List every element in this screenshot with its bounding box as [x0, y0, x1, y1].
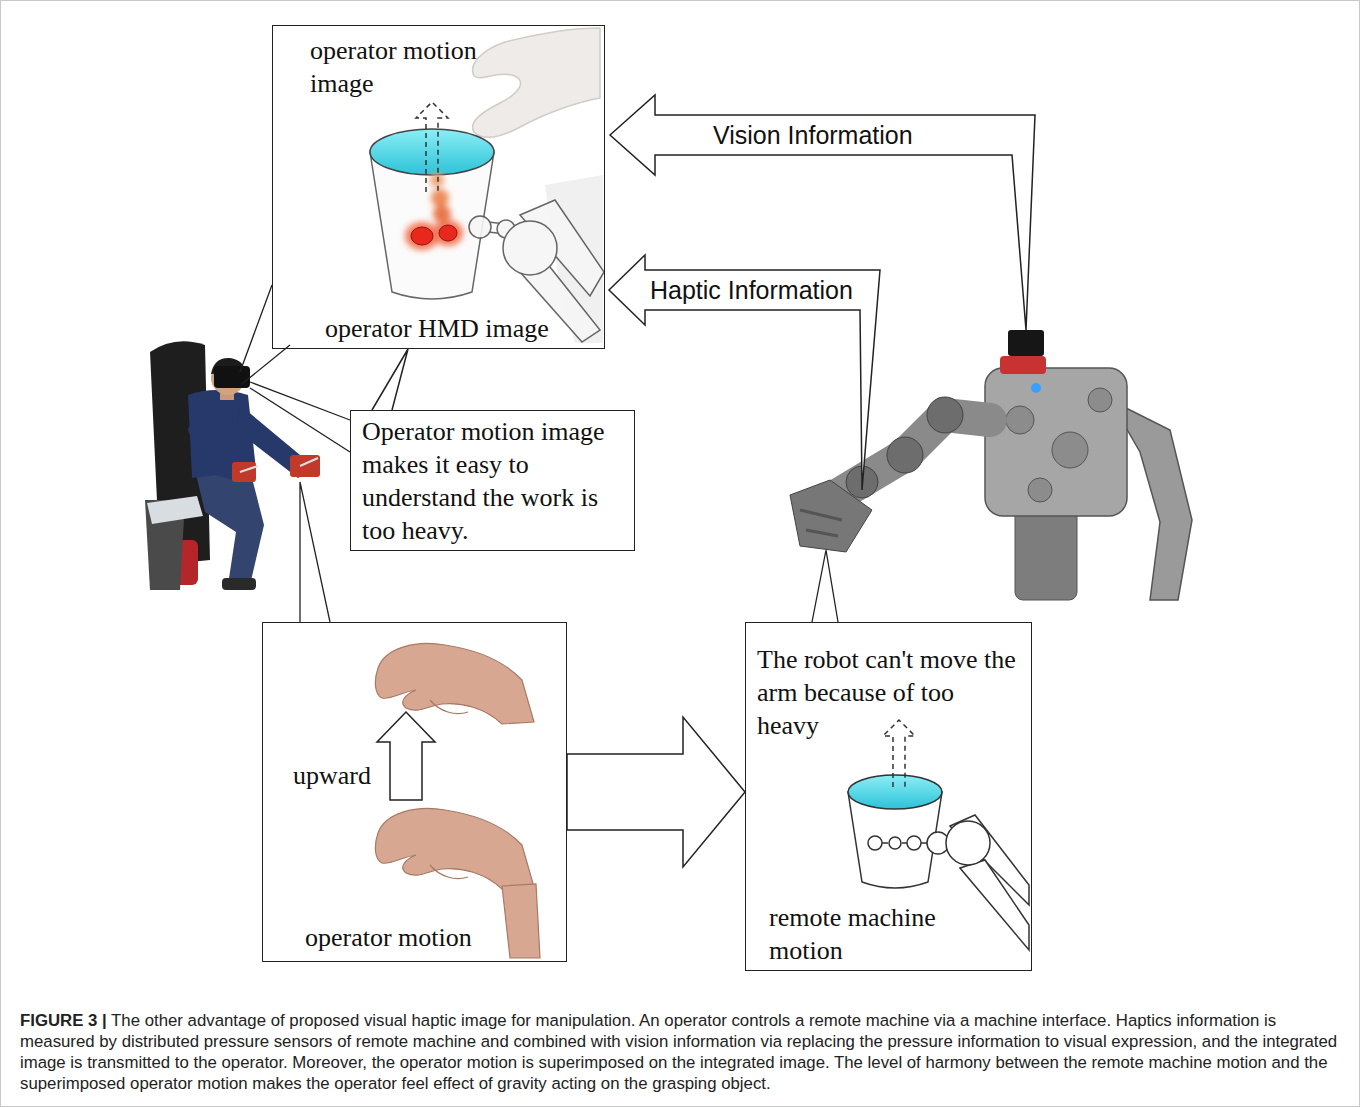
- operator-photo: [222, 578, 256, 590]
- operator-photo: [214, 366, 250, 388]
- callout-text: Operator motion image makes it easy to u…: [362, 415, 627, 547]
- hmd-illustration: [370, 28, 604, 343]
- robot-photo: [1000, 356, 1046, 374]
- hmd-illustration: [411, 227, 433, 245]
- callout-box: Operator motion image makes it easy to u…: [350, 410, 635, 551]
- remote-motion-illustration: [960, 860, 1029, 950]
- operator-photo: [232, 462, 256, 482]
- leader-line: [240, 285, 838, 622]
- callout-pointer: [372, 349, 408, 410]
- operator-motion-illustration: [502, 884, 540, 958]
- hmd-image-panel: operator motion image operator HMD image: [272, 25, 605, 349]
- robot-photo: [927, 397, 963, 433]
- vision-arrow: [610, 95, 1035, 330]
- panel-caption: remote machine motion: [769, 901, 969, 967]
- operator-motion-illustration: [375, 644, 540, 958]
- panel-caption: operator motion: [305, 921, 472, 954]
- hmd-illustration: [416, 102, 448, 192]
- operator-motion-illustration: [375, 809, 534, 889]
- operator-motion-illustration: [430, 865, 468, 879]
- direction-label: upward: [293, 759, 371, 792]
- hmd-illustration: [469, 216, 491, 238]
- vision-arrow: [610, 95, 1035, 330]
- robot-photo: [1031, 383, 1041, 393]
- signal-label: Vision Information: [713, 121, 913, 149]
- operator-motion-panel: upward operator motion: [262, 622, 567, 962]
- remote-motion-illustration: [907, 836, 921, 850]
- remote-motion-illustration: [883, 720, 915, 787]
- operator-photo: [147, 496, 203, 524]
- robot-photo: [800, 510, 842, 536]
- robot-photo: [887, 437, 923, 473]
- leader-line: [250, 382, 350, 452]
- panel-note: The robot can't move the arm because of …: [757, 643, 1017, 742]
- hmd-illustration: [439, 225, 457, 241]
- haptic-arrow: [609, 255, 880, 490]
- signal-label: Haptic Information: [650, 276, 853, 304]
- robot-photo: [790, 330, 1192, 600]
- operator-motion-illustration: [375, 644, 534, 724]
- panel-caption: operator HMD image: [325, 312, 549, 345]
- remote-motion-illustration: [946, 821, 990, 865]
- leader-line: [812, 550, 838, 622]
- haptic-arrow: [609, 255, 880, 490]
- robot-photo: [822, 415, 990, 505]
- figure-caption: FIGURE 3 | The other advantage of propos…: [20, 1010, 1340, 1094]
- panel-heading: operator motion image: [310, 34, 480, 100]
- hmd-illustration: [431, 189, 449, 207]
- hmd-illustration: [503, 221, 557, 275]
- hmd-illustration: [370, 129, 494, 175]
- robot-photo: [1052, 432, 1088, 468]
- robot-photo: [1088, 388, 1112, 412]
- robot-photo: [1008, 330, 1044, 356]
- operator-photo: [145, 341, 320, 590]
- remote-motion-illustration: [848, 775, 942, 809]
- hmd-illustration: [405, 173, 463, 250]
- hmd-illustration: [430, 173, 444, 187]
- robot-photo: [790, 480, 872, 552]
- robot-photo: [1006, 406, 1034, 434]
- hmd-illustration: [473, 28, 600, 137]
- operator-photo: [240, 458, 318, 472]
- remote-motion-illustration: [889, 837, 901, 849]
- hmd-illustration: [433, 220, 463, 246]
- robot-photo: [985, 368, 1127, 516]
- operator-motion-illustration: [430, 700, 468, 714]
- operator-photo: [195, 470, 264, 585]
- leader-line: [240, 285, 290, 384]
- block-arrow: [567, 717, 745, 867]
- robot-photo: [1028, 478, 1052, 502]
- operator-motion-illustration: [377, 712, 435, 800]
- leader-line: [300, 482, 330, 622]
- remote-motion-panel: The robot can't move the arm because of …: [745, 622, 1032, 971]
- remote-motion-illustration: [868, 836, 882, 850]
